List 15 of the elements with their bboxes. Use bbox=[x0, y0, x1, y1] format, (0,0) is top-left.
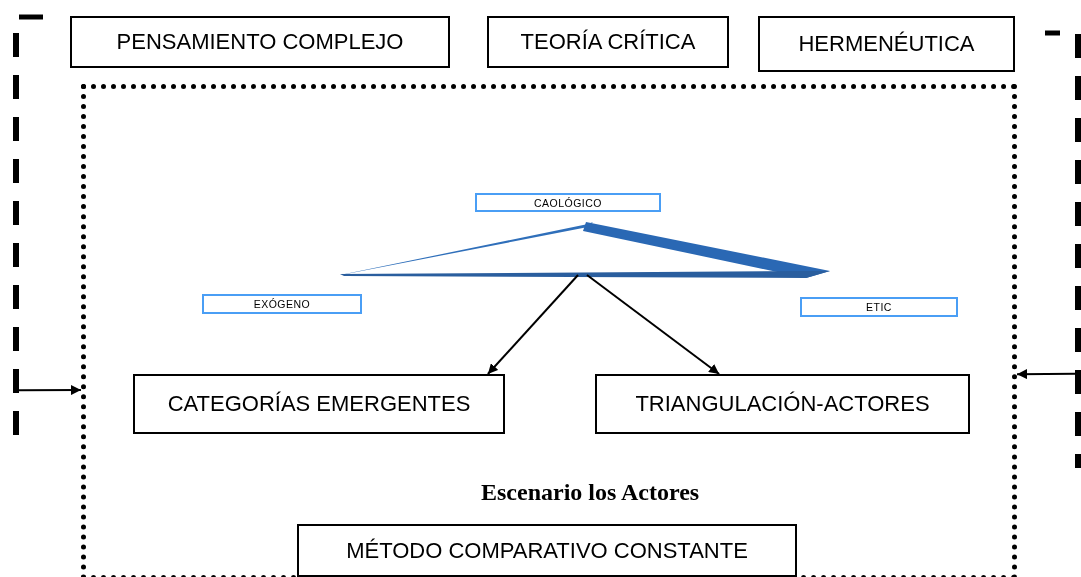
dotted-frame bbox=[81, 84, 1017, 577]
arrow bbox=[586, 274, 721, 375]
concept-box: MÉTODO COMPARATIVO CONSTANTE bbox=[297, 524, 797, 577]
concept-box: TEORÍA CRÍTICA bbox=[487, 16, 729, 68]
concept-box: PENSAMIENTO COMPLEJO bbox=[70, 16, 450, 68]
concept-box: HERMENÉUTICA bbox=[758, 16, 1015, 72]
category-box: EXÓGENO bbox=[202, 294, 362, 314]
concept-box: TRIANGULACIÓN-ACTORES bbox=[595, 374, 970, 434]
arrow bbox=[1016, 369, 1077, 380]
scene-title: Escenario los Actores bbox=[481, 479, 700, 506]
category-box: ETIC bbox=[800, 297, 958, 317]
concept-box: CATEGORÍAS EMERGENTES bbox=[133, 374, 505, 434]
arrow bbox=[18, 385, 82, 396]
arrow bbox=[486, 274, 580, 375]
category-box: CAOLÓGICO bbox=[475, 193, 661, 212]
